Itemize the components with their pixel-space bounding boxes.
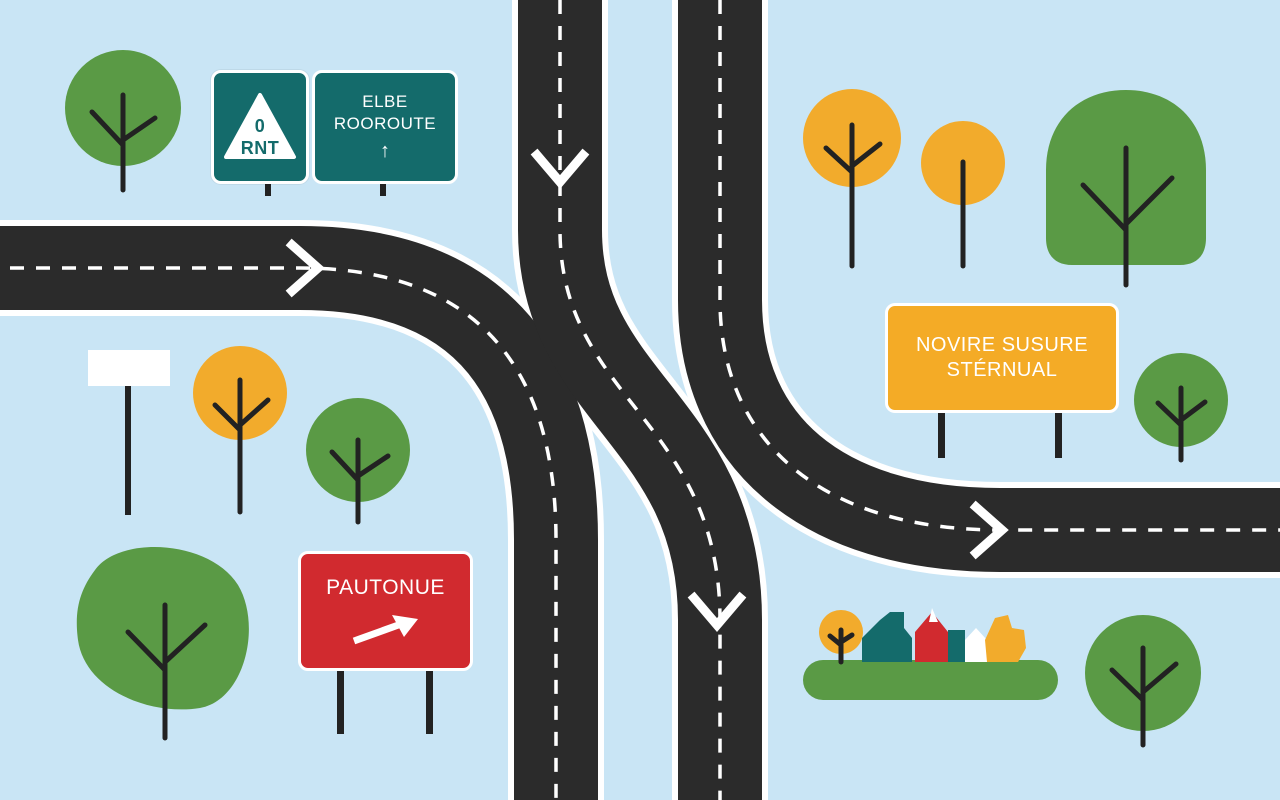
tree-green-top-right	[1046, 90, 1206, 288]
route-sign-teal: ELBE ROOROUTE ↑	[312, 70, 458, 184]
road-west-curve	[0, 226, 598, 800]
tree-green-mid-left	[306, 398, 410, 525]
red-sign-label: PAUTONUE	[326, 575, 445, 599]
route-sign-line1: ELBE	[362, 92, 408, 112]
warning-triangle-icon	[224, 93, 296, 159]
arrow-up-icon: ↑	[380, 139, 390, 162]
tree-green-mid-right	[1134, 353, 1228, 463]
yellow-sign-line2: STÉRNUAL	[946, 359, 1058, 381]
triangle-sign-line1: 0	[254, 115, 266, 136]
village-cluster	[819, 608, 1026, 665]
arrow-diagonal-icon	[352, 615, 418, 645]
arrow-right-west-icon	[285, 238, 325, 298]
tree-green-top-left	[65, 50, 181, 193]
arrow-down-south-icon	[687, 591, 747, 632]
route-sign-line2: ROOROUTE	[333, 113, 437, 133]
tree-orange-left	[193, 346, 287, 515]
tree-orange-top-right-2	[921, 121, 1005, 269]
arrow-right-east-icon	[969, 500, 1009, 560]
sign-posts	[125, 178, 1062, 734]
tree-orange-top-right-1	[803, 89, 901, 269]
triangle-warning-sign: 0 RNT	[211, 70, 309, 184]
road-north-east	[678, 0, 1280, 572]
blank-sign	[88, 350, 170, 386]
lane-line-east	[718, 0, 1280, 532]
arrow-down-north-icon	[530, 148, 590, 189]
tree-green-bottom-right	[1085, 615, 1201, 748]
triangle-sign-line2: RNT	[240, 138, 280, 158]
yellow-info-sign: NOVIRE SUSURE STÉRNUAL	[885, 303, 1119, 413]
tree-green-bottom-left	[76, 547, 249, 741]
hedge-bottom-right	[803, 660, 1058, 700]
yellow-sign-line1: NOVIRE SUSURE	[915, 334, 1089, 356]
lane-line-center	[558, 0, 722, 800]
red-direction-sign: PAUTONUE	[298, 551, 473, 671]
lane-line-west	[10, 266, 558, 800]
